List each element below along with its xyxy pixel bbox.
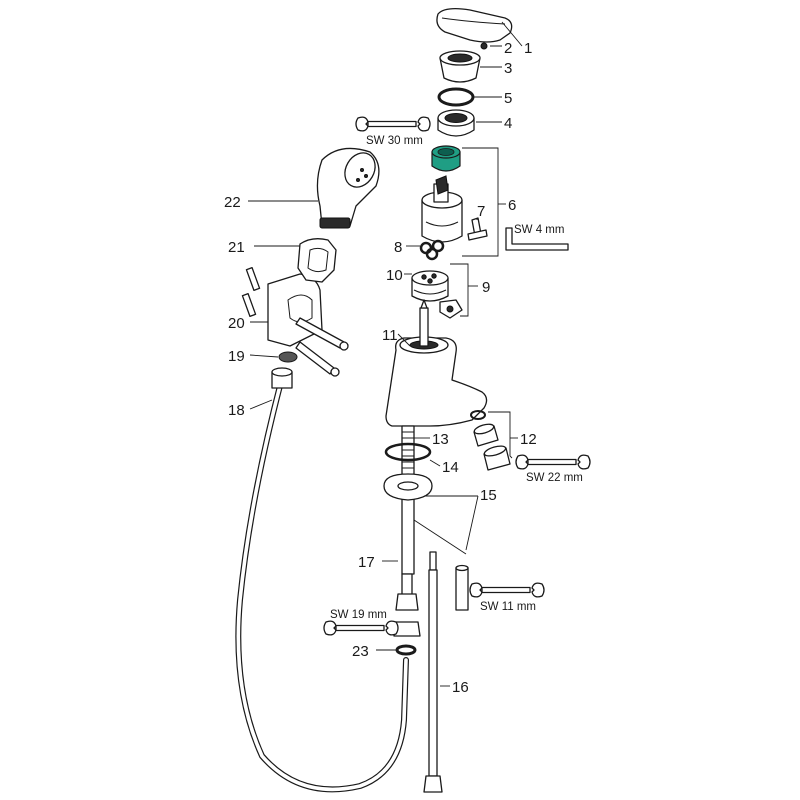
label-part-16: 16	[452, 679, 469, 696]
leader-lines	[248, 21, 523, 687]
part-grub-screw	[480, 42, 488, 50]
part-cartridge-screw	[467, 217, 488, 241]
open-end-wrench-icon	[515, 454, 591, 470]
part-wall-holder	[267, 273, 323, 347]
part-hose-seal	[278, 351, 298, 363]
label-part-23: 23	[352, 643, 369, 660]
part-wall-plug-upper	[245, 266, 261, 292]
label-part-13: 13	[432, 431, 449, 448]
label-part-21: 21	[228, 239, 245, 256]
part-aerator-housing	[483, 445, 511, 471]
label-part-14: 14	[442, 459, 459, 476]
label-sw11: SW 11 mm	[480, 601, 536, 613]
label-sw4: SW 4 mm	[514, 224, 564, 236]
label-part-2: 2	[504, 40, 512, 57]
part-cartridge-nut	[431, 145, 461, 172]
label-part-4: 4	[504, 115, 512, 132]
part-cartridge	[421, 175, 463, 243]
part-cover-cap	[439, 50, 481, 83]
label-part-6: 6	[508, 197, 516, 214]
part-hose-washer	[395, 644, 417, 656]
label-part-19: 19	[228, 348, 245, 365]
part-diverter-knob	[439, 299, 463, 319]
part-horseshoe-plate	[383, 473, 433, 501]
label-part-15: 15	[480, 487, 497, 504]
tool-size-labels: SW 30 mm SW 4 mm SW 22 mm SW 11 mm SW 19…	[330, 135, 583, 621]
label-sw30: SW 30 mm	[366, 135, 423, 147]
label-part-9: 9	[482, 279, 490, 296]
hex-key-icon	[505, 227, 569, 251]
label-part-17: 17	[358, 554, 375, 571]
label-part-12: 12	[520, 431, 537, 448]
label-part-22: 22	[224, 194, 241, 211]
open-end-wrench-icon	[323, 620, 399, 636]
label-sw22: SW 22 mm	[526, 472, 583, 484]
part-spacer-sleeve	[455, 564, 469, 611]
part-number-labels: 1 2 3 5 4 6 7 8 10 9 11 12 13 14 15 17 2…	[224, 40, 537, 696]
part-washer-large	[384, 442, 432, 462]
part-diverter	[411, 270, 449, 302]
part-aerator-seal	[470, 410, 486, 420]
label-part-11: 11	[382, 327, 398, 344]
part-shower-hose	[235, 367, 409, 793]
part-aerator-insert	[473, 423, 499, 447]
label-part-3: 3	[504, 60, 512, 77]
label-part-20: 20	[228, 315, 245, 332]
part-mixer-body	[385, 299, 488, 427]
open-end-wrench-icon	[469, 582, 545, 598]
part-threaded-nut	[437, 109, 475, 137]
open-end-wrench-icon	[355, 116, 431, 132]
part-screw-lower	[295, 341, 340, 377]
part-wall-plug-lower	[241, 292, 257, 318]
label-part-7: 7	[477, 203, 485, 220]
part-o-ring	[437, 87, 475, 107]
label-sw19: SW 19 mm	[330, 609, 387, 621]
part-connector-hose	[393, 573, 421, 637]
part-lever-handle	[436, 8, 513, 43]
part-screw-upper	[295, 317, 349, 351]
part-seal-rings	[419, 239, 445, 261]
part-hand-shower	[316, 147, 380, 229]
part-flex-supply-hose	[423, 551, 443, 793]
label-part-18: 18	[228, 402, 245, 419]
label-part-10: 10	[386, 267, 403, 284]
label-part-1: 1	[524, 40, 532, 57]
label-part-5: 5	[504, 90, 512, 107]
part-shower-clip	[297, 238, 337, 283]
label-part-8: 8	[394, 239, 402, 256]
